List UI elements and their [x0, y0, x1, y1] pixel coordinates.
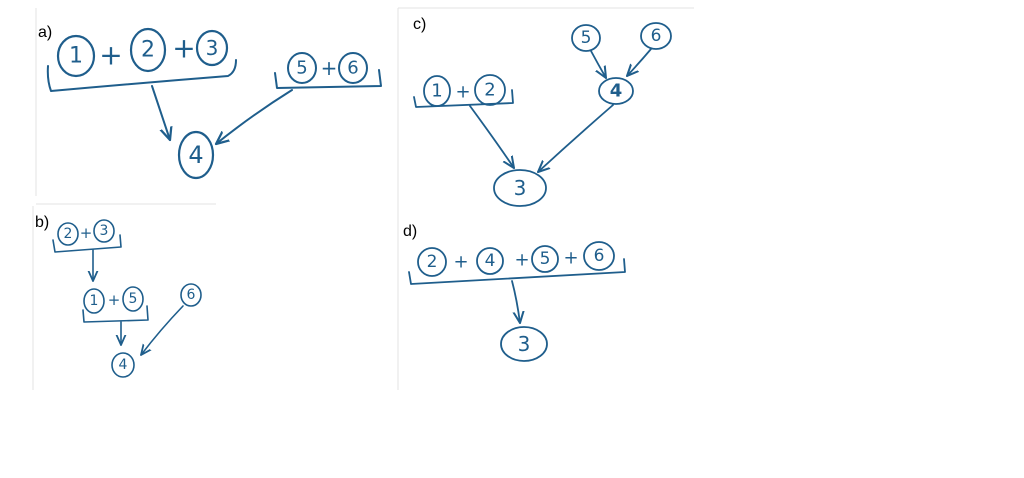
node-a-4-label: 4 [188, 141, 203, 169]
node-a-3: 3 [195, 29, 229, 67]
plus-b-2: + [108, 291, 121, 309]
node-b-2-label: 2 [64, 226, 73, 242]
bracket-d [408, 258, 626, 285]
arrow-b-right [141, 305, 184, 355]
panel-c-label: c) [413, 16, 426, 33]
arrow-d [511, 280, 520, 323]
node-b-1: 1 [83, 288, 105, 314]
bracket-b-mid [82, 305, 149, 323]
arrow-c-5-to-4 [590, 50, 606, 78]
node-b-6-label: 6 [187, 287, 196, 303]
node-b-6: 6 [180, 283, 202, 307]
node-b-5: 5 [122, 286, 144, 312]
bracket-b-top [52, 234, 122, 253]
node-c-3: 3 [493, 169, 547, 207]
node-a-4: 4 [177, 130, 215, 180]
arrow-a-left [151, 85, 170, 140]
panel-d: d) 2 + 4 + 5 + 6 3 [403, 223, 626, 362]
plus-a-1: + [99, 39, 122, 72]
node-c-3-label: 3 [514, 176, 527, 200]
plus-a-2: + [172, 32, 195, 65]
node-c-5: 5 [571, 24, 601, 52]
node-a-5: 5 [287, 52, 317, 84]
arrow-c-left [469, 105, 514, 168]
node-d-5: 5 [531, 245, 559, 273]
plus-d-1: + [453, 252, 468, 273]
node-b-2: 2 [57, 222, 79, 246]
bracket-a-right [274, 69, 382, 89]
node-d-3: 3 [500, 326, 548, 362]
panel-a-label: a) [38, 24, 52, 41]
arrow-c-6-to-4 [627, 48, 652, 76]
node-d-6: 6 [583, 241, 615, 271]
bracket-c [413, 89, 514, 108]
node-a-2: 2 [129, 27, 167, 73]
plus-d-3: + [563, 248, 578, 269]
node-d-3-label: 3 [518, 332, 531, 356]
node-d-4-label: 4 [485, 251, 496, 271]
frame-lines [32, 7, 694, 390]
node-a-6-label: 6 [347, 58, 358, 79]
node-a-1-label: 1 [69, 44, 83, 69]
node-b-4: 4 [111, 352, 135, 378]
node-d-4: 4 [476, 247, 504, 275]
node-a-6: 6 [338, 52, 368, 84]
node-c-6: 6 [640, 22, 672, 50]
node-c-1: 1 [423, 75, 451, 107]
node-d-6-label: 6 [594, 246, 605, 266]
node-c-4-label: 4 [610, 81, 623, 102]
node-a-2-label: 2 [141, 38, 155, 63]
node-c-4: 4 [598, 77, 634, 105]
panel-d-label: d) [403, 223, 417, 240]
panel-c: c) 1 + 2 5 6 4 3 [413, 16, 672, 207]
node-b-3-label: 3 [100, 223, 109, 239]
plus-b-1: + [80, 224, 93, 242]
node-c-6-label: 6 [651, 26, 662, 46]
plus-a-3: + [321, 56, 338, 80]
node-c-2-label: 2 [484, 80, 495, 101]
node-a-3-label: 3 [206, 36, 219, 60]
panel-a: a) 1 + 2 + 3 5 + 6 4 [38, 24, 382, 180]
node-a-5-label: 5 [296, 58, 307, 79]
plus-c-1: + [455, 82, 470, 103]
node-c-1-label: 1 [431, 81, 442, 102]
plus-d-2: + [514, 250, 529, 271]
arrow-c-right [538, 104, 614, 172]
node-b-1-label: 1 [90, 293, 99, 309]
node-c-2: 2 [474, 74, 506, 106]
arrow-a-right [216, 89, 293, 144]
node-c-5-label: 5 [581, 28, 592, 48]
node-a-1: 1 [56, 34, 96, 78]
panel-b-label: b) [35, 214, 49, 231]
node-d-2: 2 [417, 247, 447, 277]
node-b-3: 3 [93, 219, 115, 243]
node-b-4-label: 4 [119, 357, 128, 373]
node-d-2-label: 2 [427, 252, 438, 272]
panel-b: b) 2 + 3 1 + 5 6 4 [35, 214, 202, 378]
node-d-5-label: 5 [540, 249, 551, 269]
node-b-5-label: 5 [129, 291, 138, 307]
bracket-a-left [46, 59, 237, 92]
